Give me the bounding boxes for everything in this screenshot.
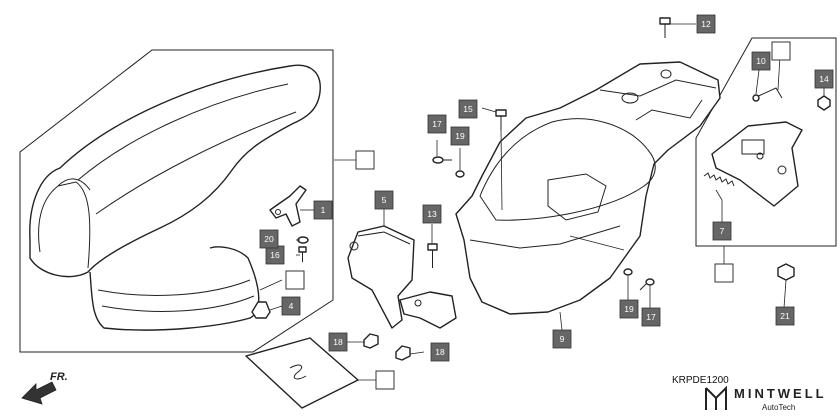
bolt-13: [427, 243, 438, 268]
empty-callout-boxes: [285, 41, 791, 390]
nut-14: [817, 95, 831, 111]
arrow-icon: [21, 381, 57, 405]
seat-lock-bracket: [347, 225, 415, 329]
brand-logo: MINTWELL AutoTech: [705, 385, 827, 412]
nut-18b: [395, 345, 411, 361]
bolt-17a: [432, 156, 452, 164]
svg-text:5: 5: [382, 195, 387, 205]
callout-16: 16: [265, 245, 285, 265]
callout-4: 4: [281, 296, 301, 316]
svg-text:10: 10: [756, 56, 766, 66]
bolt-21: [777, 263, 795, 281]
svg-text:19: 19: [455, 131, 465, 141]
svg-text:20: 20: [264, 234, 274, 244]
callout-13: 13: [422, 204, 442, 224]
callout-20: 20: [259, 229, 279, 249]
callout-5: 5: [374, 190, 394, 210]
svg-text:15: 15: [463, 104, 473, 114]
svg-text:18: 18: [435, 347, 445, 357]
callout-1: 1: [313, 200, 333, 220]
brand-mark-icon: [705, 385, 727, 410]
front-direction-indicator: FR.: [21, 371, 68, 405]
latch-spring: [703, 172, 735, 187]
svg-text:19: 19: [624, 304, 634, 314]
callout-18a: 18: [328, 332, 348, 352]
callout-9: 9: [552, 329, 572, 349]
diagram-code: KRPDE1200: [672, 375, 729, 386]
callout-14: 14: [814, 69, 834, 89]
ref-box-latch-cable: [771, 41, 791, 61]
callout-15: 15: [458, 99, 478, 119]
washer-19a: [455, 170, 465, 178]
latch-cable-link-10: [752, 87, 783, 102]
seat-latch: [711, 121, 803, 207]
callout-17b: 17: [641, 307, 661, 327]
svg-text:4: 4: [289, 301, 294, 311]
svg-text:9: 9: [560, 334, 565, 344]
nut-18a: [363, 333, 379, 349]
lock-cable-link: [399, 291, 457, 329]
brand-sub: AutoTech: [762, 403, 795, 412]
svg-text:16: 16: [270, 250, 280, 260]
callout-7: 7: [712, 221, 732, 241]
leader-lines: [259, 23, 825, 381]
bolt-17b: [639, 278, 655, 291]
svg-text:17: 17: [646, 312, 656, 322]
callout-12: 12: [696, 14, 716, 34]
brand-name: MINTWELL: [734, 386, 827, 401]
callout-18b: 18: [430, 342, 450, 362]
ref-box-seat-cushion: [285, 270, 305, 290]
callout-19a: 19: [450, 126, 470, 146]
washer-19b: [623, 268, 633, 276]
seat-stopper: [251, 301, 271, 319]
seat: [29, 64, 321, 331]
luggage-box: [455, 61, 721, 315]
ref-box-document-bag: [375, 370, 395, 390]
bolt-15: [495, 109, 507, 130]
seat-group-frame: [19, 49, 334, 353]
svg-text:13: 13: [427, 209, 437, 219]
bolt: [298, 246, 307, 262]
direction-label: FR.: [50, 371, 68, 383]
ref-box-seat-assembly: [355, 150, 375, 170]
callout-17a: 17: [427, 114, 447, 134]
svg-text:1: 1: [321, 205, 326, 215]
callout-19b: 19: [619, 299, 639, 319]
ref-box-latch-assembly: [714, 263, 734, 283]
svg-text:17: 17: [432, 119, 442, 129]
bolt-12: [659, 17, 671, 38]
callout-10: 10: [751, 51, 771, 71]
callout-21: 21: [775, 306, 795, 326]
svg-text:12: 12: [701, 19, 711, 29]
svg-text:18: 18: [333, 337, 343, 347]
svg-text:7: 7: [720, 226, 725, 236]
latch-group-frame: [695, 37, 837, 247]
svg-text:21: 21: [780, 311, 790, 321]
seat-hinge-bracket: [269, 185, 307, 227]
svg-text:14: 14: [819, 74, 829, 84]
